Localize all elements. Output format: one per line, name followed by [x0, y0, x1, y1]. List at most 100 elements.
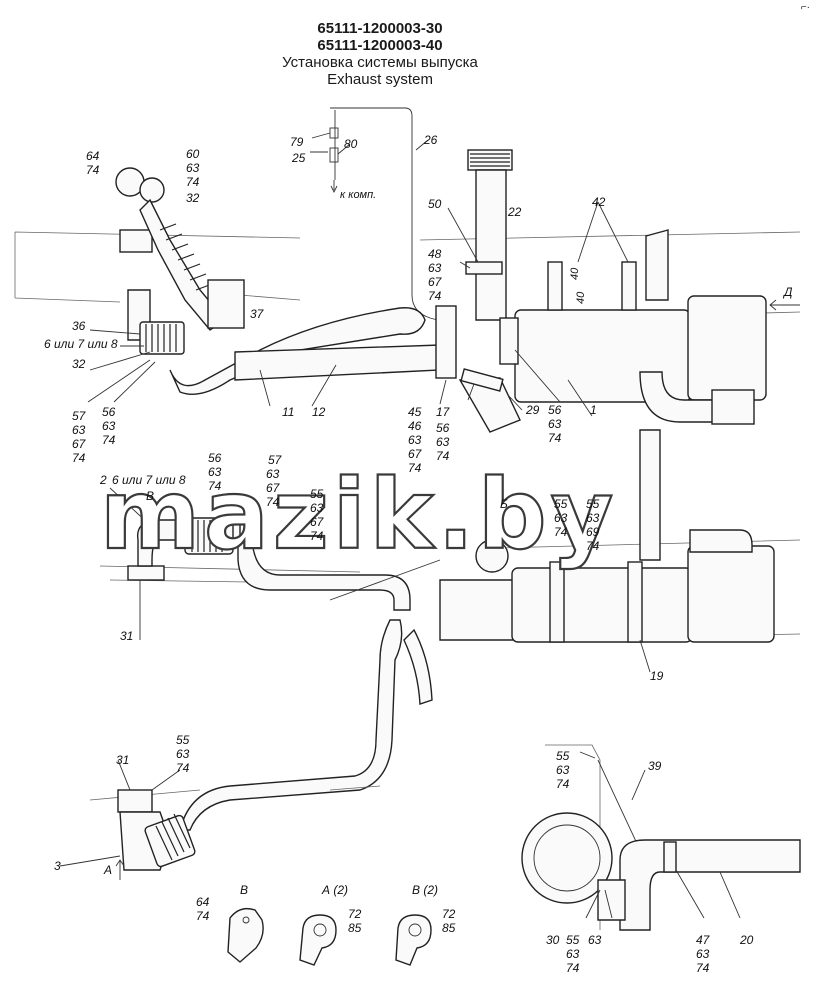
- callout-74p: 74: [196, 909, 210, 923]
- note-alt-parts-1: 6 или 7 или 8: [44, 337, 118, 351]
- view-B-arrow: [487, 492, 497, 513]
- callout-32b: 32: [72, 357, 86, 371]
- callout-74r: 74: [696, 961, 710, 975]
- callout-67e: 67: [310, 515, 325, 529]
- lower-right-view: [521, 744, 801, 931]
- callout-31a: 31: [120, 629, 133, 643]
- callout-63b: 63: [428, 261, 442, 275]
- bolt-hole-1: [242, 916, 250, 924]
- detail-A-flange: [299, 914, 337, 966]
- pipe-mid: [237, 539, 411, 611]
- callout-63f: 63: [436, 435, 450, 449]
- down-pipe-2: [403, 628, 433, 705]
- callout-56d: 56: [208, 451, 222, 465]
- tailpipe-mid: [689, 529, 753, 553]
- callout-36: 36: [72, 319, 86, 333]
- callout-55a: 55: [310, 487, 324, 501]
- callout-48: 48: [428, 247, 442, 261]
- detail-views: [227, 907, 432, 966]
- muffler-round-section: [521, 812, 613, 904]
- callout-22: 22: [507, 205, 522, 219]
- callout-63o: 63: [566, 947, 580, 961]
- muffler-19-endcap: [687, 545, 775, 643]
- callout-29: 29: [525, 403, 540, 417]
- tailpipe-bracket: [711, 389, 755, 425]
- leaders-lower-left: [59, 759, 181, 867]
- callout-55b: 55: [554, 497, 568, 511]
- callout-37: 37: [250, 307, 265, 321]
- callout-74o: 74: [556, 777, 570, 791]
- corrugation-hatch: [159, 223, 213, 291]
- callout-63n: 63: [556, 763, 570, 777]
- bracket-right: [645, 229, 669, 301]
- callout-39: 39: [648, 759, 662, 773]
- callout-74g: 74: [436, 449, 450, 463]
- hose-mid: [329, 559, 441, 601]
- callout-67c: 67: [408, 447, 423, 461]
- watermark: mazik.by: [100, 459, 617, 571]
- callout-2: 2: [99, 473, 107, 487]
- callout-67a: 67: [428, 275, 443, 289]
- callout-63c: 63: [72, 423, 86, 437]
- callout-79: 79: [290, 135, 304, 149]
- fitting-25: [329, 147, 339, 163]
- callout-63l: 63: [586, 511, 600, 525]
- callout-20: 20: [739, 933, 754, 947]
- callout-63k: 63: [554, 511, 568, 525]
- bracket-37: [207, 279, 245, 329]
- callout-67d: 67: [266, 481, 281, 495]
- callout-12: 12: [312, 405, 326, 419]
- clamp-30: [597, 879, 626, 921]
- detail-A-hole: [313, 923, 327, 937]
- callout-74h: 74: [548, 431, 562, 445]
- callout-63j: 63: [310, 501, 324, 515]
- callout-11: 11: [282, 405, 294, 419]
- callout-32a: 32: [186, 191, 200, 205]
- callout-63a: 63: [186, 161, 200, 175]
- arrow-to-compressor: [330, 180, 338, 194]
- callout-85b: 85: [442, 921, 456, 935]
- pipe-12: [234, 344, 441, 381]
- callout-45: 45: [408, 405, 422, 419]
- muffler-end-cap: [687, 295, 767, 401]
- callout-46: 46: [408, 419, 422, 433]
- callout-63i: 63: [266, 467, 280, 481]
- callout-74b: 74: [186, 175, 200, 189]
- rain-cap-hatch: [470, 153, 510, 167]
- callout-63d: 63: [102, 419, 116, 433]
- callout-85a: 85: [348, 921, 362, 935]
- leader-lines: [59, 132, 741, 919]
- callout-69: 69: [586, 525, 600, 539]
- callout-3: 3: [54, 859, 61, 873]
- strap-mid-b: [627, 561, 643, 643]
- flex-joint-hatch: [145, 324, 177, 352]
- title-block: 65111-1200003-30 65111-1200003-40 Устано…: [0, 20, 760, 88]
- callout-labels: 79 25 80 26 к комп. 64 74 60 63 74 32 50…: [44, 133, 793, 975]
- strap-mid-a: [549, 561, 565, 643]
- clamp-48: [465, 261, 503, 275]
- callout-17: 17: [436, 405, 451, 419]
- callout-55f: 55: [566, 933, 580, 947]
- callout-74n: 74: [176, 761, 190, 775]
- callout-63e: 63: [408, 433, 422, 447]
- callout-55c: 55: [586, 497, 600, 511]
- callout-80: 80: [344, 137, 358, 151]
- bracket-39: [597, 759, 671, 853]
- callout-1: 1: [590, 403, 597, 417]
- muffler-inlet-flange: [499, 317, 519, 365]
- title-russian: Установка системы выпуска: [282, 54, 478, 71]
- note-alt-parts-2: 6 или 7 или 8: [112, 473, 186, 487]
- detail-V2-hole: [408, 923, 422, 937]
- view-V2-detail: В (2): [412, 883, 438, 897]
- callout-74d: 74: [72, 451, 86, 465]
- leaders-lower-right: [579, 751, 741, 919]
- callout-72b: 72: [442, 907, 456, 921]
- pipe-mid-end: [475, 539, 509, 573]
- clamp-flange-45: [435, 305, 457, 379]
- callout-74a: 74: [86, 163, 100, 177]
- view-A2-detail: А (2): [321, 883, 348, 897]
- tailpipe-20: [619, 839, 801, 931]
- callout-56a: 56: [102, 405, 116, 419]
- view-A-lower: А: [103, 863, 112, 877]
